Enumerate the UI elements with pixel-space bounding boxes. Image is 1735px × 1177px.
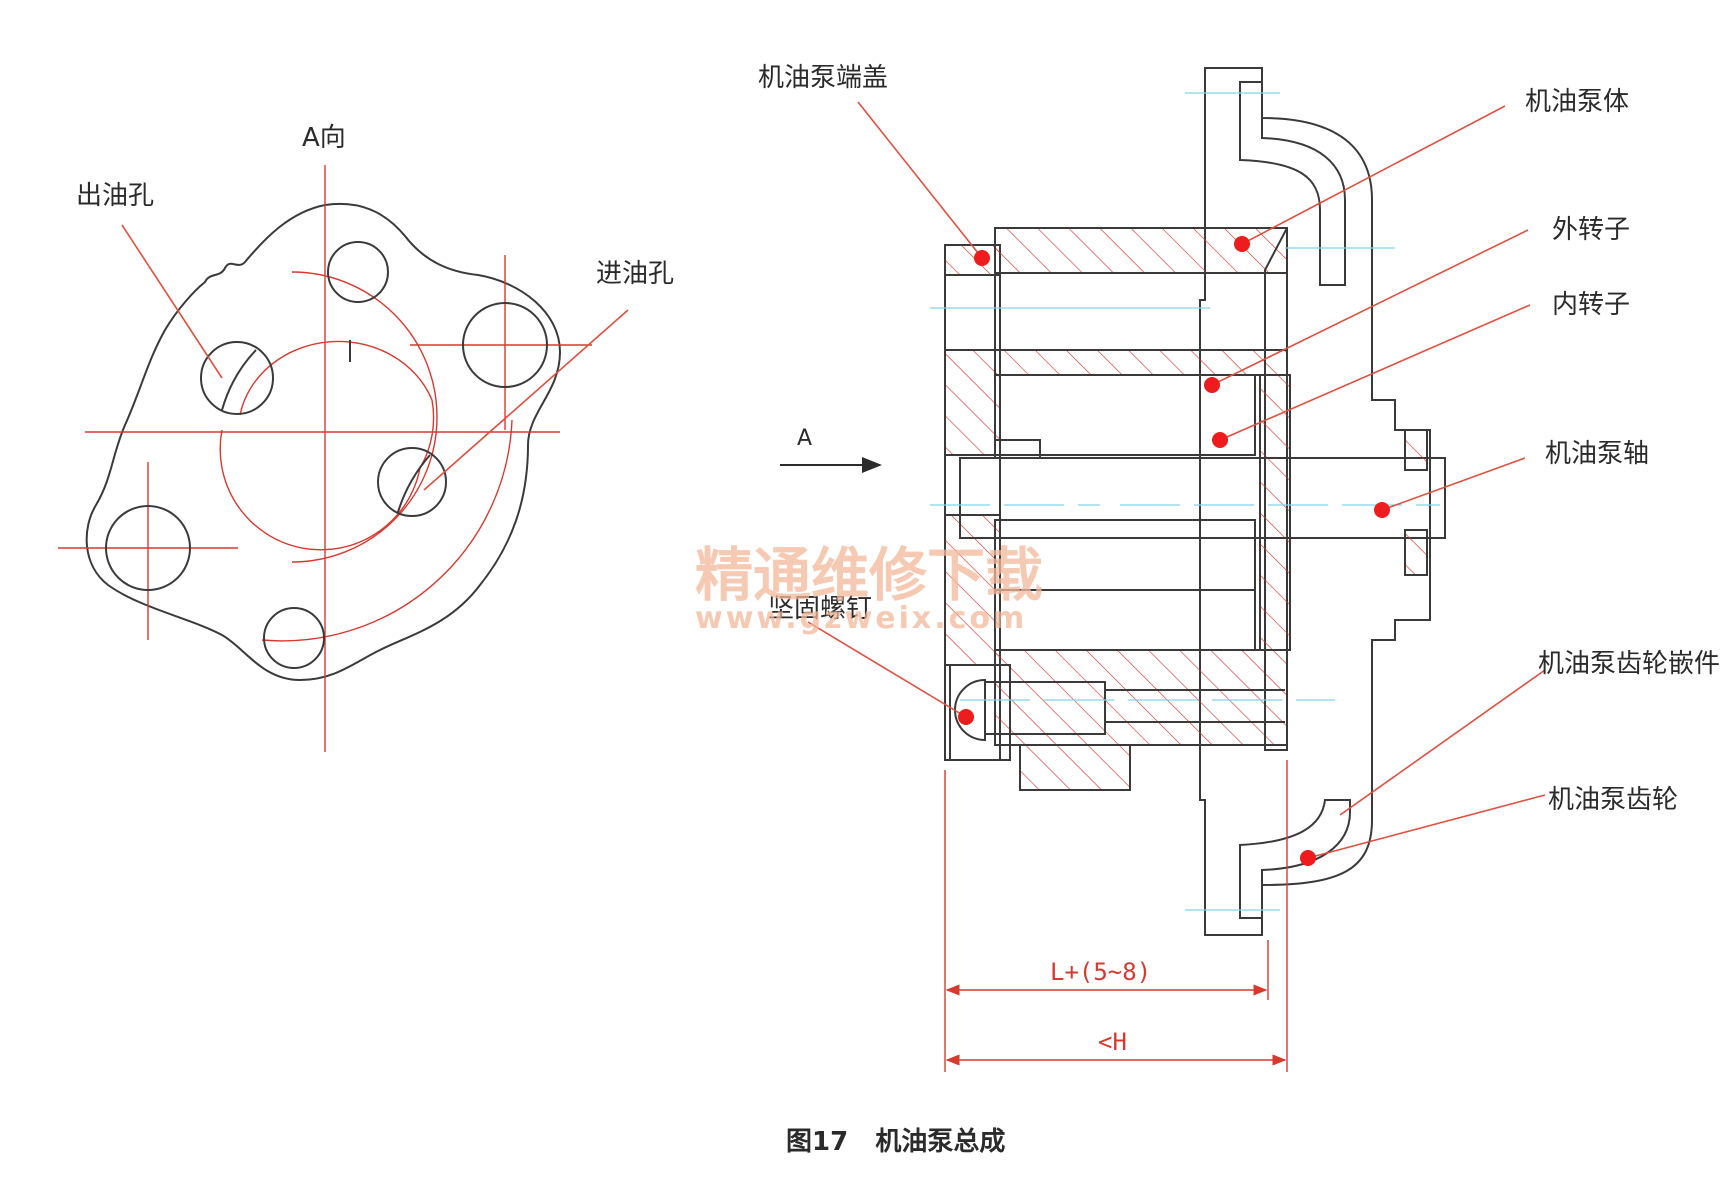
gear-label: 机油泵齿轮 <box>1548 785 1678 815</box>
inner-rotor-label: 内转子 <box>1552 290 1630 320</box>
outer-rotor-dot <box>1204 377 1220 393</box>
end-cover-label: 机油泵端盖 <box>758 63 888 93</box>
gear-dot <box>1300 850 1316 866</box>
outlet-hole <box>200 341 274 415</box>
outer-rotor <box>994 374 1256 456</box>
outlet-leader <box>121 224 223 379</box>
body-bore <box>994 272 1266 351</box>
outer-arc <box>261 419 513 642</box>
watermark-title: 精通维修下载 <box>695 541 1043 609</box>
upper-oil-channel <box>1239 81 1346 286</box>
pump-body-label: 机油泵体 <box>1525 87 1629 117</box>
bolt-hole-left <box>105 505 191 591</box>
inlet-leader <box>423 309 629 491</box>
bolt-dot <box>958 709 974 725</box>
shaft-key <box>994 439 1041 459</box>
inner-rotor-dot <box>1212 432 1228 448</box>
bolt-shank <box>984 681 1106 735</box>
view-arrow-label: A <box>797 426 812 451</box>
bolt-hole-top <box>327 241 389 303</box>
inlet-hole-label: 进油孔 <box>596 259 674 289</box>
outlet-hole-label: 出油孔 <box>76 181 154 211</box>
bolt-hole-right <box>462 302 548 388</box>
inlet-hole-hatch <box>397 454 431 513</box>
dim-label-2: <H <box>1098 1028 1127 1056</box>
pump-shaft-label: 机油泵轴 <box>1545 439 1649 469</box>
inner-rotor <box>994 519 1256 651</box>
section-view: A <box>758 63 1720 1072</box>
pump-body-bottom <box>994 649 1288 746</box>
outlet-hole-hatch <box>221 349 257 411</box>
end-view-a: I A向 出油孔 进油孔 <box>58 123 674 752</box>
pump-body-mid <box>994 349 1288 376</box>
gear-insert-label: 机油泵齿轮嵌件 <box>1538 649 1720 679</box>
view-a-label: A向 <box>302 123 346 153</box>
pump-end-outline <box>85 203 562 682</box>
figure-caption: 图17 机油泵总成 <box>786 1127 1005 1157</box>
end-cover-dot <box>974 250 990 266</box>
bolt-head-pocket <box>949 664 1011 761</box>
lower-oil-channel <box>1239 799 1351 919</box>
watermark-url: www.gzweix.com <box>695 601 1027 636</box>
rotor-arc <box>291 271 438 563</box>
watermark: 精通维修下载 www.gzweix.com <box>695 541 1043 636</box>
bolt-label: 坚固螺钉 <box>768 594 872 624</box>
dim-label-1: L+(5~8) <box>1050 958 1151 986</box>
flange-outline <box>1199 67 1431 936</box>
pump-shaft <box>959 457 1446 539</box>
outer-rotor-label: 外转子 <box>1552 215 1630 245</box>
bolt-hole-bottom <box>263 607 325 669</box>
pump-body-dot <box>1234 236 1250 252</box>
inner-circle <box>219 340 435 551</box>
bolt-head <box>954 678 986 742</box>
pump-shaft-dot <box>1374 502 1390 518</box>
inlet-hole <box>377 447 447 517</box>
